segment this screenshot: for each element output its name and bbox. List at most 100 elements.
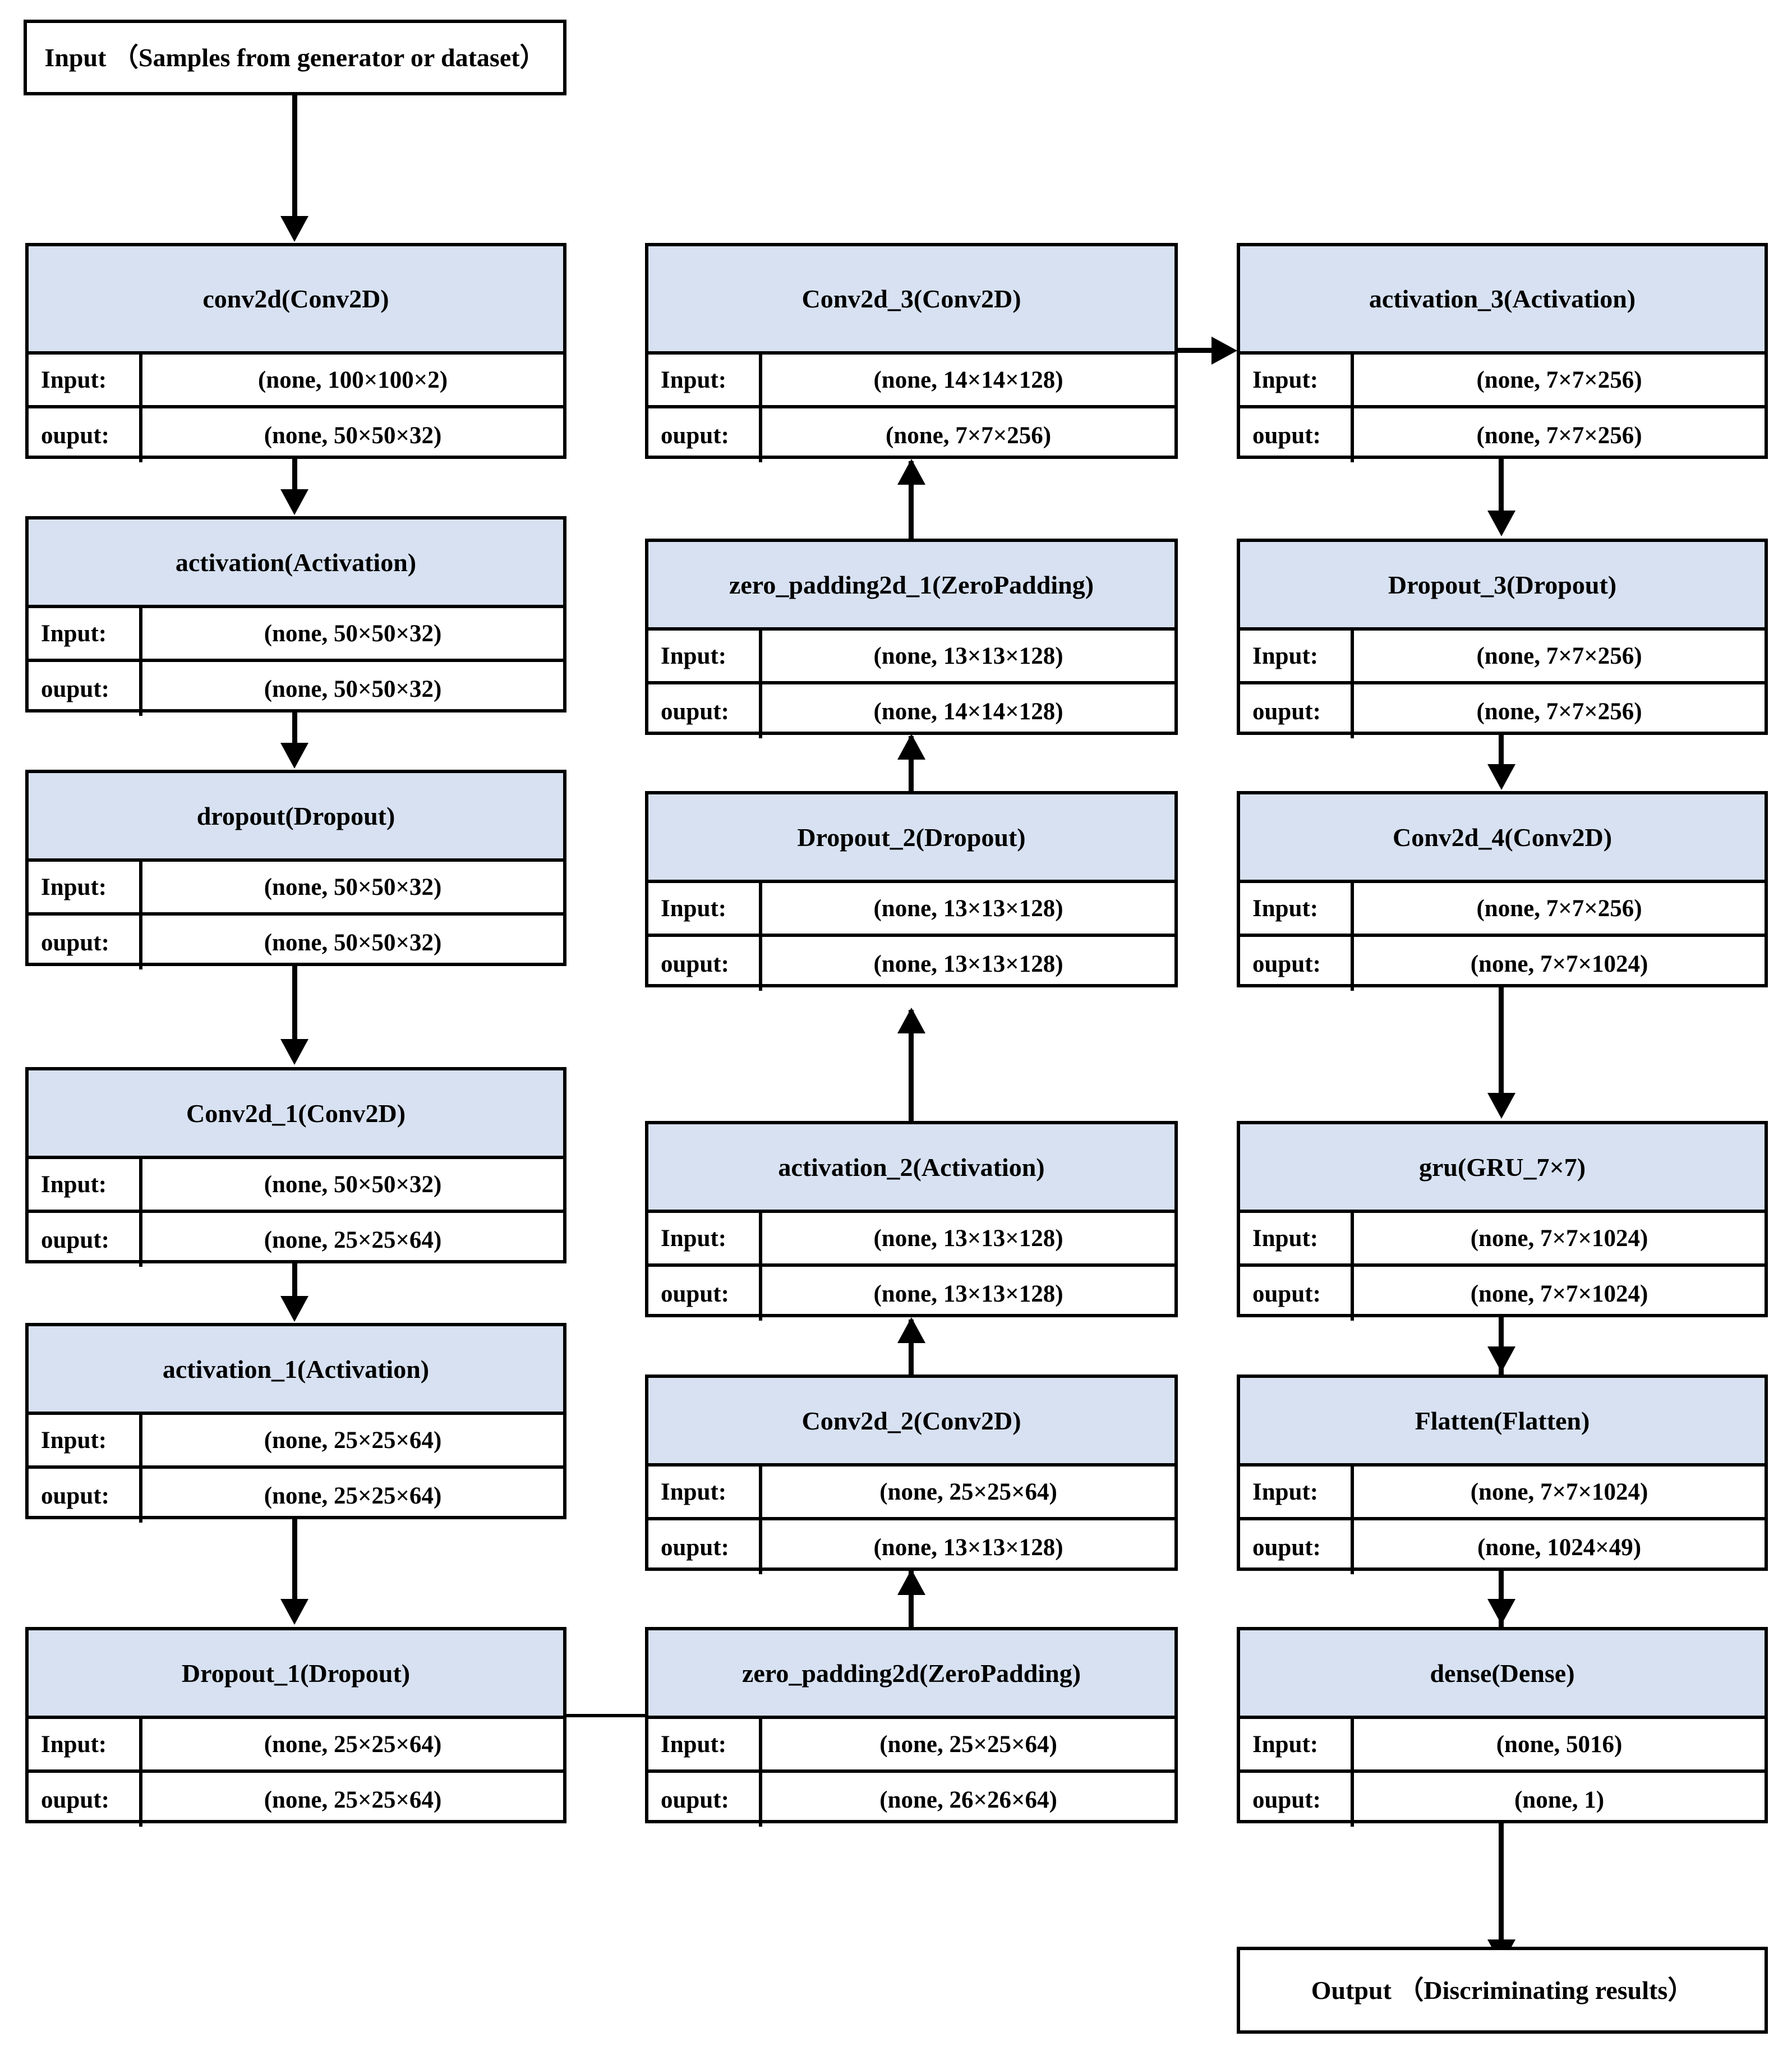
layer-title-conv2d: conv2d(Conv2D) xyxy=(29,246,563,355)
output-row-label: ouput: xyxy=(29,408,142,462)
input-row-label: Input: xyxy=(1240,1213,1354,1263)
output-box-label: Output （Discriminating results） xyxy=(1311,1975,1694,2005)
layer-output-row-dropout-2: ouput: (none, 13×13×128) xyxy=(648,937,1174,991)
layer-output-row-flatten: ouput: (none, 1024×49) xyxy=(1240,1520,1765,1574)
layer-title-zero-padding2d-1: zero_padding2d_1(ZeroPadding) xyxy=(648,542,1174,631)
input-row-label: Input: xyxy=(1240,1719,1354,1769)
layer-box-conv2d-3[interactable]: Conv2d_3(Conv2D) Input: (none, 14×14×128… xyxy=(645,243,1178,462)
output-row-value: (none, 7×7×256) xyxy=(885,422,1052,449)
input-row-value: (none, 13×13×128) xyxy=(873,1225,1063,1252)
layer-box-conv2d[interactable]: conv2d(Conv2D) Input: (none, 100×100×2) … xyxy=(25,243,566,462)
connector-dropout-3-to-conv2d-4 xyxy=(1499,735,1504,766)
output-row-value: (none, 14×14×128) xyxy=(873,698,1063,725)
output-row-value: (none, 50×50×32) xyxy=(264,929,442,956)
connector-dropout-2-to-zero-padding2d-1 xyxy=(909,736,914,793)
layer-input-row-dropout-1: Input: (none, 25×25×64) xyxy=(29,1719,563,1773)
layer-box-gru[interactable]: gru(GRU_7×7) Input: (none, 7×7×1024) oup… xyxy=(1237,1121,1768,1321)
layer-output-row-conv2d: ouput: (none, 50×50×32) xyxy=(29,408,563,462)
layer-box-zero-padding2d[interactable]: zero_padding2d(ZeroPadding) Input: (none… xyxy=(645,1627,1178,1827)
connector-zero-padding2d-1-to-conv2d-3 xyxy=(909,461,914,541)
input-row-value: (none, 13×13×128) xyxy=(873,895,1063,922)
output-row-value: (none, 7×7×1024) xyxy=(1470,1280,1648,1307)
output-row-value: (none, 7×7×256) xyxy=(1476,698,1642,725)
output-row-label: ouput: xyxy=(1240,684,1354,738)
layer-title-activation-3: activation_3(Activation) xyxy=(1240,246,1765,355)
output-row-value: (none, 1024×49) xyxy=(1477,1534,1642,1561)
arrowhead-activation-2-to-dropout-2 xyxy=(897,1008,925,1033)
output-row-label: ouput: xyxy=(1240,1773,1354,1827)
layer-box-activation[interactable]: activation(Activation) Input: (none, 50×… xyxy=(25,516,566,716)
layer-output-row-zero-padding2d: ouput: (none, 26×26×64) xyxy=(648,1773,1174,1827)
layer-output-row-dropout-3: ouput: (none, 7×7×256) xyxy=(1240,684,1765,738)
layer-output-row-zero-padding2d-1: ouput: (none, 14×14×128) xyxy=(648,684,1174,738)
layer-box-activation-1[interactable]: activation_1(Activation) Input: (none, 2… xyxy=(25,1323,566,1523)
layer-output-row-conv2d-4: ouput: (none, 7×7×1024) xyxy=(1240,937,1765,991)
input-row-label: Input: xyxy=(29,1719,142,1769)
output-row-value: (none, 7×7×1024) xyxy=(1470,950,1648,977)
output-row-label: ouput: xyxy=(1240,1520,1354,1574)
layer-box-activation-3[interactable]: activation_3(Activation) Input: (none, 7… xyxy=(1237,243,1768,462)
layer-box-dense[interactable]: dense(Dense) Input: (none, 5016) ouput: … xyxy=(1237,1627,1768,1827)
input-row-value: (none, 5016) xyxy=(1496,1731,1623,1758)
connector-activation-to-dropout xyxy=(292,712,297,745)
connector-conv2d-2-to-activation-2 xyxy=(909,1320,914,1377)
connector-conv2d-4-to-gru xyxy=(1499,987,1504,1095)
output-row-label: ouput: xyxy=(648,408,762,462)
layer-input-row-dropout: Input: (none, 50×50×32) xyxy=(29,862,563,916)
layer-output-row-dense: ouput: (none, 1) xyxy=(1240,1773,1765,1827)
input-row-label: Input: xyxy=(29,355,142,405)
layer-box-dropout-2[interactable]: Dropout_2(Dropout) Input: (none, 13×13×1… xyxy=(645,791,1178,991)
output-row-label: ouput: xyxy=(1240,408,1354,462)
layer-box-dropout-1[interactable]: Dropout_1(Dropout) Input: (none, 25×25×6… xyxy=(25,1627,566,1827)
arrowhead-activation-3-to-dropout-3 xyxy=(1487,511,1515,536)
layer-box-activation-2[interactable]: activation_2(Activation) Input: (none, 1… xyxy=(645,1121,1178,1321)
input-row-label: Input: xyxy=(29,1415,142,1465)
layer-input-row-conv2d-3: Input: (none, 14×14×128) xyxy=(648,355,1174,408)
input-row-value: (none, 100×100×2) xyxy=(257,366,448,393)
layer-title-activation-1: activation_1(Activation) xyxy=(29,1326,563,1415)
layer-box-zero-padding2d-1[interactable]: zero_padding2d_1(ZeroPadding) Input: (no… xyxy=(645,539,1178,738)
layer-title-conv2d-3: Conv2d_3(Conv2D) xyxy=(648,246,1174,355)
layer-output-row-activation-1: ouput: (none, 25×25×64) xyxy=(29,1469,563,1523)
layer-title-dropout-1: Dropout_1(Dropout) xyxy=(29,1630,563,1719)
layer-box-dropout-3[interactable]: Dropout_3(Dropout) Input: (none, 7×7×256… xyxy=(1237,539,1768,738)
layer-output-row-dropout-1: ouput: (none, 25×25×64) xyxy=(29,1773,563,1827)
connector-activation-1-to-dropout-1 xyxy=(292,1519,297,1601)
input-row-label: Input: xyxy=(648,355,762,405)
input-row-value: (none, 25×25×64) xyxy=(879,1478,1057,1505)
layer-title-gru: gru(GRU_7×7) xyxy=(1240,1124,1765,1213)
output-row-value: (none, 7×7×256) xyxy=(1476,422,1642,449)
input-row-value: (none, 7×7×256) xyxy=(1476,895,1642,922)
layer-input-row-activation-3: Input: (none, 7×7×256) xyxy=(1240,355,1765,408)
output-row-label: ouput: xyxy=(1240,937,1354,991)
arrowhead-dropout-to-conv2d-1 xyxy=(280,1039,308,1065)
layer-box-dropout[interactable]: dropout(Dropout) Input: (none, 50×50×32)… xyxy=(25,770,566,969)
layer-output-row-dropout: ouput: (none, 50×50×32) xyxy=(29,916,563,969)
input-box-label: Input （Samples from generator or dataset… xyxy=(44,43,546,72)
layer-box-conv2d-2[interactable]: Conv2d_2(Conv2D) Input: (none, 25×25×64)… xyxy=(645,1375,1178,1574)
output-row-label: ouput: xyxy=(29,1213,142,1267)
arrowhead-flatten-to-dense xyxy=(1487,1599,1515,1625)
layer-box-conv2d-1[interactable]: Conv2d_1(Conv2D) Input: (none, 50×50×32)… xyxy=(25,1067,566,1267)
arrowhead-zero-padding2d-to-conv2d-2 xyxy=(897,1569,925,1595)
output-row-label: ouput: xyxy=(1240,1267,1354,1321)
arrowhead-conv2d-4-to-gru xyxy=(1487,1093,1515,1119)
layer-box-flatten[interactable]: Flatten(Flatten) Input: (none, 7×7×1024)… xyxy=(1237,1375,1768,1574)
input-row-label: Input: xyxy=(648,1467,762,1517)
arrowhead-activation-1-to-dropout-1 xyxy=(280,1599,308,1625)
input-row-value: (none, 25×25×64) xyxy=(264,1427,442,1454)
layer-title-conv2d-2: Conv2d_2(Conv2D) xyxy=(648,1378,1174,1467)
layer-title-activation-2: activation_2(Activation) xyxy=(648,1124,1174,1213)
input-row-label: Input: xyxy=(648,883,762,934)
layer-box-conv2d-4[interactable]: Conv2d_4(Conv2D) Input: (none, 7×7×256) … xyxy=(1237,791,1768,991)
layer-output-row-activation-3: ouput: (none, 7×7×256) xyxy=(1240,408,1765,462)
output-row-label: ouput: xyxy=(29,1469,142,1523)
input-row-label: Input: xyxy=(1240,355,1354,405)
arrowhead-input-to-conv2d xyxy=(280,216,308,242)
connector-conv2d-1-to-activation-1 xyxy=(292,1263,297,1298)
input-row-value: (none, 7×7×1024) xyxy=(1470,1225,1648,1252)
input-row-value: (none, 50×50×32) xyxy=(264,874,442,900)
arrowhead-conv2d-to-activation xyxy=(280,489,308,515)
input-row-value: (none, 50×50×32) xyxy=(264,620,442,647)
